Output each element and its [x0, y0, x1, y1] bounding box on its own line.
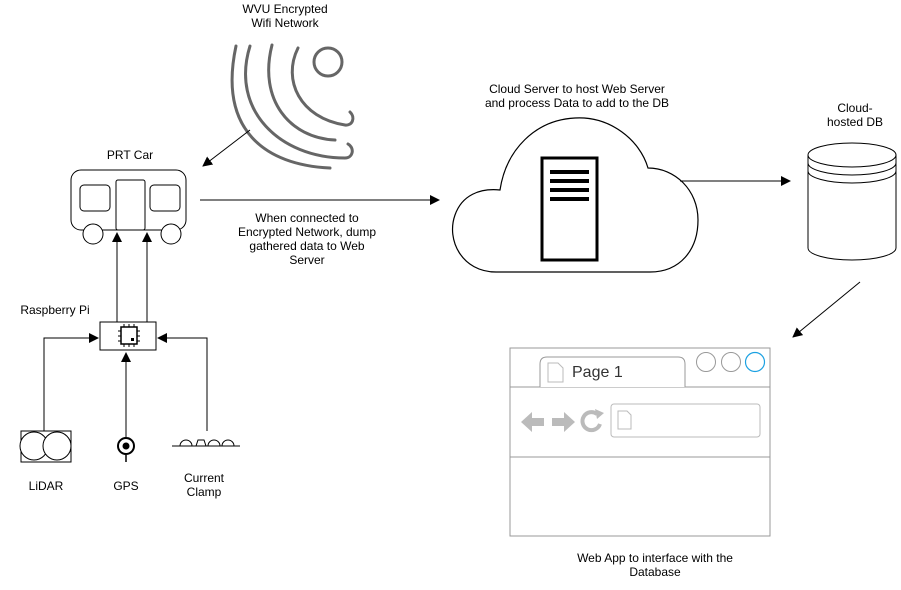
database-icon [807, 142, 897, 261]
lidar-to-pi-arrow [43, 333, 99, 431]
clamp-icon [172, 439, 240, 447]
dump-note-label: When connected to Encrypted Network, dum… [237, 211, 377, 267]
wifi-network-label: WVU Encrypted Wifi Network [242, 2, 328, 30]
web-app-label: Web App to interface with the Database [577, 551, 733, 579]
browser-tab-label: Page 1 [572, 364, 623, 381]
cloud-server-label: Cloud Server to host Web Server and proc… [484, 82, 670, 110]
gps-label: GPS [113, 479, 139, 493]
server-icon [540, 156, 599, 262]
cloud-db-label: Cloud- hosted DB [826, 101, 884, 129]
car-icon [70, 169, 187, 245]
clamp-to-pi-arrow [157, 333, 208, 431]
raspberry-pi-label: Raspberry Pi [20, 303, 90, 317]
lidar-icon [19, 430, 72, 463]
current-clamp-label: Current Clamp [183, 471, 224, 499]
wifi-to-car-arrow [202, 129, 251, 167]
wifi-icon [230, 43, 355, 170]
db-to-webapp-arrow [792, 281, 861, 338]
chip-icon [99, 321, 157, 351]
lidar-label: LiDAR [28, 479, 64, 493]
prt-car-label: PRT Car [106, 148, 154, 162]
gps-icon [117, 437, 135, 462]
browser-window-icon [509, 347, 771, 537]
connectors [43, 129, 861, 438]
